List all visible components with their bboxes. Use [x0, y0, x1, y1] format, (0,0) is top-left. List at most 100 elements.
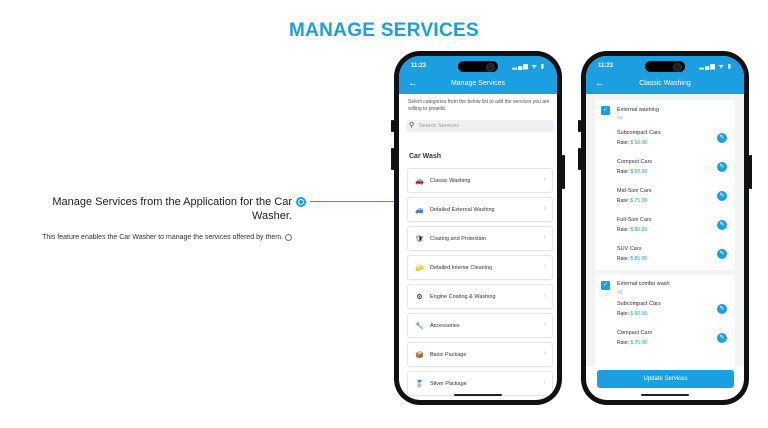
phone-side-button: [391, 120, 394, 132]
wrench-icon: 🔧: [415, 323, 424, 330]
page-title: MANAGE SERVICES: [289, 20, 479, 41]
phone-screen: 11:23 ▂▄▆ ᯤ ▮ ← Classic Washing ✓ Extern…: [586, 56, 744, 400]
vehicle-type: Full-Size Cars: [617, 217, 652, 223]
checkbox-checked[interactable]: ✓: [601, 281, 610, 290]
back-arrow-icon[interactable]: ←: [408, 78, 418, 89]
status-time: 11:23: [411, 63, 427, 69]
search-icon: ⚲: [409, 122, 415, 129]
chevron-right-icon: ›: [543, 292, 546, 299]
search-input[interactable]: ⚲ Search Services: [406, 120, 554, 132]
car-icon: 🚗: [415, 178, 424, 185]
edit-pencil-icon[interactable]: ✎: [717, 191, 727, 201]
chevron-right-icon: ›: [543, 263, 546, 270]
service-name: External washing: [617, 107, 659, 113]
vehicle-type: Mid-Size Cars: [617, 188, 652, 194]
check-circle-icon: [285, 233, 292, 241]
vehicle-type: Compact Cars: [617, 159, 653, 165]
category-label: Detailed External Washing: [430, 207, 495, 213]
vehicle-rate: Rate: $ 75.00: [617, 198, 648, 204]
category-list: 🚗 Classic Washing › 🚙 Detailed External Was…: [407, 168, 553, 400]
phone-manage-services: 11:23 ▂▄▆ ᯤ ▮ ← Manage Services Select c…: [394, 51, 562, 405]
edit-pencil-icon[interactable]: ✎: [717, 220, 727, 230]
phone-side-button: [578, 148, 581, 170]
chevron-right-icon: ›: [543, 350, 546, 357]
category-label: Coating and Protection: [430, 236, 486, 242]
category-label: Engine Coating & Washing: [430, 294, 496, 300]
service-card: ✓ External washing A1 Subcompact Cars Ra…: [595, 100, 735, 270]
category-item[interactable]: 🛡 Coating and Protection ›: [407, 226, 553, 251]
nav-title: Classic Washing: [639, 80, 691, 87]
vehicle-rate: Rate: $ 60.00: [617, 140, 648, 146]
feature-description: This feature enables the Car Washer to m…: [20, 232, 292, 243]
vehicle-rate: Rate: $ 75.00: [617, 340, 648, 346]
package-icon: 📦: [415, 352, 424, 359]
callout-connector-line: [310, 201, 396, 202]
engine-icon: ⚙: [416, 294, 423, 301]
suv-icon: 🚙: [415, 207, 424, 214]
nav-bar: ← Manage Services: [399, 76, 557, 94]
category-item[interactable]: 🚗 Classic Washing ›: [407, 168, 553, 193]
home-indicator: [454, 394, 502, 396]
dynamic-island: [645, 61, 685, 72]
update-services-button[interactable]: Update Services: [597, 370, 734, 388]
vehicle-type: Compact Cars: [617, 330, 653, 336]
nav-title: Manage Services: [450, 80, 506, 87]
vehicle-type: Subcompact Cars: [617, 130, 661, 136]
category-item[interactable]: 🔧 Accessories ›: [407, 313, 553, 338]
chevron-right-icon: ›: [543, 379, 546, 386]
vehicle-rate: Rate: $ 80.00: [617, 227, 648, 233]
search-placeholder: Search Services: [419, 123, 460, 129]
feature-callout: Manage Services from the Application for…: [20, 195, 292, 243]
service-code: A2: [617, 289, 623, 294]
category-label: Basic Package: [430, 352, 467, 358]
shield-icon: 🛡: [415, 236, 424, 243]
category-label: Silver Package: [430, 381, 467, 387]
service-code: A1: [617, 115, 623, 120]
category-item[interactable]: 🧽 Detailed Interior Cleaning ›: [407, 255, 553, 280]
category-item[interactable]: 🥈 Silver Package ›: [407, 371, 553, 396]
section-title: Car Wash: [409, 153, 442, 160]
category-label: Classic Washing: [430, 178, 471, 184]
chevron-right-icon: ›: [543, 205, 546, 212]
medal-icon: 🥈: [415, 381, 424, 388]
edit-pencil-icon[interactable]: ✎: [717, 249, 727, 259]
instruction-text: Select categories from the below list to…: [408, 99, 550, 112]
edit-pencil-icon[interactable]: ✎: [717, 133, 727, 143]
status-icons: ▂▄▆ ᯤ ▮: [512, 64, 545, 70]
dynamic-island: [458, 61, 498, 72]
category-item[interactable]: 📦 Basic Package ›: [407, 342, 553, 367]
phone-power-button: [562, 155, 565, 189]
phone-side-button: [578, 120, 581, 132]
chevron-right-icon: ›: [543, 176, 546, 183]
status-time: 11:23: [598, 63, 614, 69]
phone-power-button: [749, 155, 752, 189]
chevron-right-icon: ›: [543, 234, 546, 241]
callout-dot-icon: [296, 197, 306, 207]
status-icons: ▂▄▆ ᯤ ▮: [699, 64, 732, 70]
chevron-right-icon: ›: [543, 321, 546, 328]
vehicle-rate: Rate: $ 90.00: [617, 311, 648, 317]
sponge-icon: 🧽: [415, 265, 424, 272]
service-name: External combo wash: [617, 281, 670, 287]
checkbox-checked[interactable]: ✓: [601, 106, 610, 115]
phone-classic-washing: 11:23 ▂▄▆ ᯤ ▮ ← Classic Washing ✓ Extern…: [581, 51, 749, 405]
edit-pencil-icon[interactable]: ✎: [717, 333, 727, 343]
vehicle-type: SUV Cars: [617, 246, 642, 252]
nav-bar: ← Classic Washing: [586, 76, 744, 94]
back-arrow-icon[interactable]: ←: [595, 78, 605, 89]
vehicle-rate: Rate: $ 50.00: [617, 169, 648, 175]
home-indicator: [641, 394, 689, 396]
services-content: ✓ External washing A1 Subcompact Cars Ra…: [586, 94, 744, 366]
category-label: Accessories: [430, 323, 460, 329]
edit-pencil-icon[interactable]: ✎: [717, 304, 727, 314]
feature-heading: Manage Services from the Application for…: [52, 196, 292, 222]
vehicle-rate: Rate: $ 85.00: [617, 256, 648, 262]
category-item[interactable]: 🚙 Detailed External Washing ›: [407, 197, 553, 222]
category-label: Detailed Interior Cleaning: [430, 265, 493, 271]
category-item[interactable]: ⚙ Engine Coating & Washing ›: [407, 284, 553, 309]
service-card: ✓ External combo wash A2 Subcompact Cars…: [595, 275, 735, 366]
phone-screen: 11:23 ▂▄▆ ᯤ ▮ ← Manage Services Select c…: [399, 56, 557, 400]
edit-pencil-icon[interactable]: ✎: [717, 162, 727, 172]
phone-side-button: [391, 148, 394, 170]
vehicle-type: Subcompact Cars: [617, 301, 661, 307]
